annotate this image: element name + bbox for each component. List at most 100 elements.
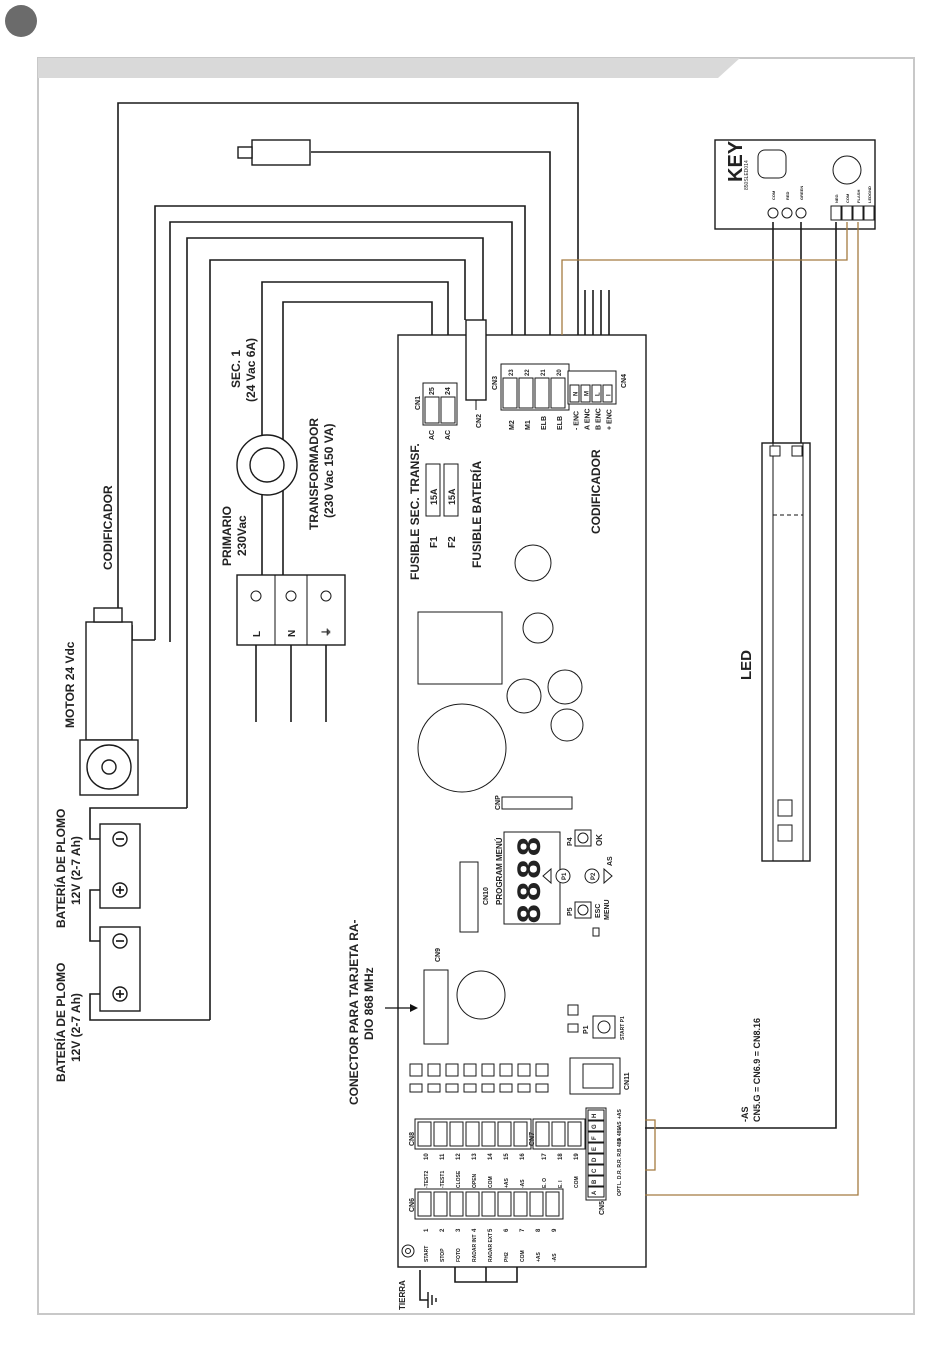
key-term-label: FLASH: [856, 190, 861, 203]
p1-label: P1: [583, 1025, 590, 1034]
p2-btn-label: P2: [591, 872, 597, 880]
resistor: [535, 1083, 549, 1093]
fuse-f1: [425, 463, 441, 517]
ok-label: OK: [595, 834, 604, 846]
cn8-terminal: [433, 1121, 448, 1147]
cn5-terminal: [587, 1153, 605, 1165]
cn6-terminal: [481, 1191, 496, 1217]
cn7-pin-func: COM: [574, 1176, 580, 1188]
conector-radio-2: DIO 868 MHz: [362, 967, 376, 1040]
cn4-pin-num: L: [596, 392, 602, 396]
cn6-pin-func: FOTO: [456, 1248, 462, 1262]
cn3-pin-num: 21: [541, 369, 547, 376]
cn10-label: CN10: [483, 887, 490, 905]
cn8-terminal: [481, 1121, 496, 1147]
fusible-bat-label: FUSIBLE BATERÍA: [469, 461, 484, 568]
primario-label: PRIMARIO: [220, 506, 234, 566]
psu-l: L: [252, 631, 263, 637]
as-label: AS: [607, 856, 614, 866]
cn3-pin-num: 22: [525, 369, 531, 376]
f1-value: 15A: [429, 488, 439, 505]
key-wires: [561, 222, 859, 1196]
cn5-pin-func: OPT: [617, 1186, 623, 1196]
menu-label: MENU: [604, 899, 611, 920]
key-term-label: GREEN: [799, 186, 804, 200]
cn4-pin-num: N: [574, 392, 580, 396]
cnp-label: CNP: [495, 795, 502, 810]
cn7-terminal: [567, 1121, 582, 1147]
tierra-symbol: [419, 1267, 518, 1308]
resistor: [409, 1083, 423, 1093]
bateria1-spec: 12V (2-7 Ah): [69, 836, 83, 905]
cn6-terminal: [417, 1191, 432, 1217]
top-wires: [117, 102, 610, 1020]
cn6-terminal: [449, 1191, 464, 1217]
cn3-pin-0: [502, 377, 518, 409]
cn9-label: CN9: [435, 948, 442, 962]
f2-value: 15A: [447, 488, 457, 505]
cn3-pin-func: ELB: [557, 416, 564, 430]
fusible-sec-label: FUSIBLE SEC. TRANSF.: [408, 443, 422, 580]
cn8-pin-num: 14: [488, 1153, 494, 1160]
cn5-pin-num: D: [592, 1157, 598, 1162]
led-indicator: [409, 1063, 423, 1077]
cn4-pin-3: [602, 384, 613, 403]
mains-terminal: [236, 574, 346, 722]
cn8-terminal: [465, 1121, 480, 1147]
page-dot: [5, 5, 37, 37]
sec1-label: SEC. 1: [229, 350, 243, 388]
cn4-pin-0: [569, 384, 580, 403]
cn8-pin-num: 16: [520, 1153, 526, 1160]
cn3-pin-num: 23: [509, 369, 515, 376]
cn6-pin-num: 7: [520, 1228, 526, 1232]
cn7-terminal: [551, 1121, 566, 1147]
cn5-pin-func: L. D.: [617, 1174, 623, 1185]
cn1-connector: [422, 382, 458, 426]
cn5-pin-num: G: [592, 1124, 598, 1129]
header-bar: [38, 58, 740, 78]
cn8-pin-func: -AS: [520, 1179, 526, 1188]
cn6-terminal: [545, 1191, 560, 1217]
cn8-label: CN8: [409, 1132, 416, 1146]
cn3-label: CN3: [492, 376, 499, 390]
led-indicator: [517, 1063, 531, 1077]
key-term-label: LEDGND: [867, 186, 872, 203]
led-indicator: [445, 1063, 459, 1077]
cn6-pin-num: 8: [536, 1228, 542, 1232]
cn7-pin-func: E. I: [558, 1180, 564, 1188]
cn8-terminal: [417, 1121, 432, 1147]
cn5-pin-func: -AS: [617, 1121, 623, 1130]
cn6-pin-func: COM: [520, 1250, 526, 1262]
cn6-pin-func: STOP: [440, 1248, 446, 1262]
cn7-label: CN7: [529, 1132, 536, 1146]
cn4-pin-func: A ENC: [585, 408, 592, 430]
cn6-pin-func: RADAR INT: [472, 1235, 478, 1263]
bateria2-spec: 12V (2-7 Ah): [69, 993, 83, 1062]
p4-label: P4: [567, 837, 574, 846]
led-indicator: [463, 1063, 477, 1077]
primario-spec: 230Vac: [235, 515, 249, 556]
cn4-label: CN4: [621, 374, 628, 388]
cn11-label: CN11: [624, 1072, 631, 1090]
key-term-label: COM: [771, 190, 776, 200]
cn5-pin-num: E: [592, 1147, 598, 1151]
cn7-pin-num: 18: [558, 1153, 564, 1160]
cn3-pin-func: M1: [525, 420, 532, 430]
battery-2: [99, 926, 141, 1012]
cn3-pin-2: [534, 377, 550, 409]
key-term-label: COM: [845, 193, 850, 203]
cn4-pin-num: I: [607, 394, 613, 396]
led-indicator: [481, 1063, 495, 1077]
cn3-pin-func: ELB: [541, 416, 548, 430]
cn6-terminal: [465, 1191, 480, 1217]
cn8-pin-func: CLOSE: [456, 1170, 462, 1188]
cn5-pin-func: +AS: [617, 1108, 623, 1119]
cn3-pin-3: [550, 377, 566, 409]
psu-n: N: [287, 630, 298, 637]
cn6-pin-func: START: [424, 1246, 430, 1262]
